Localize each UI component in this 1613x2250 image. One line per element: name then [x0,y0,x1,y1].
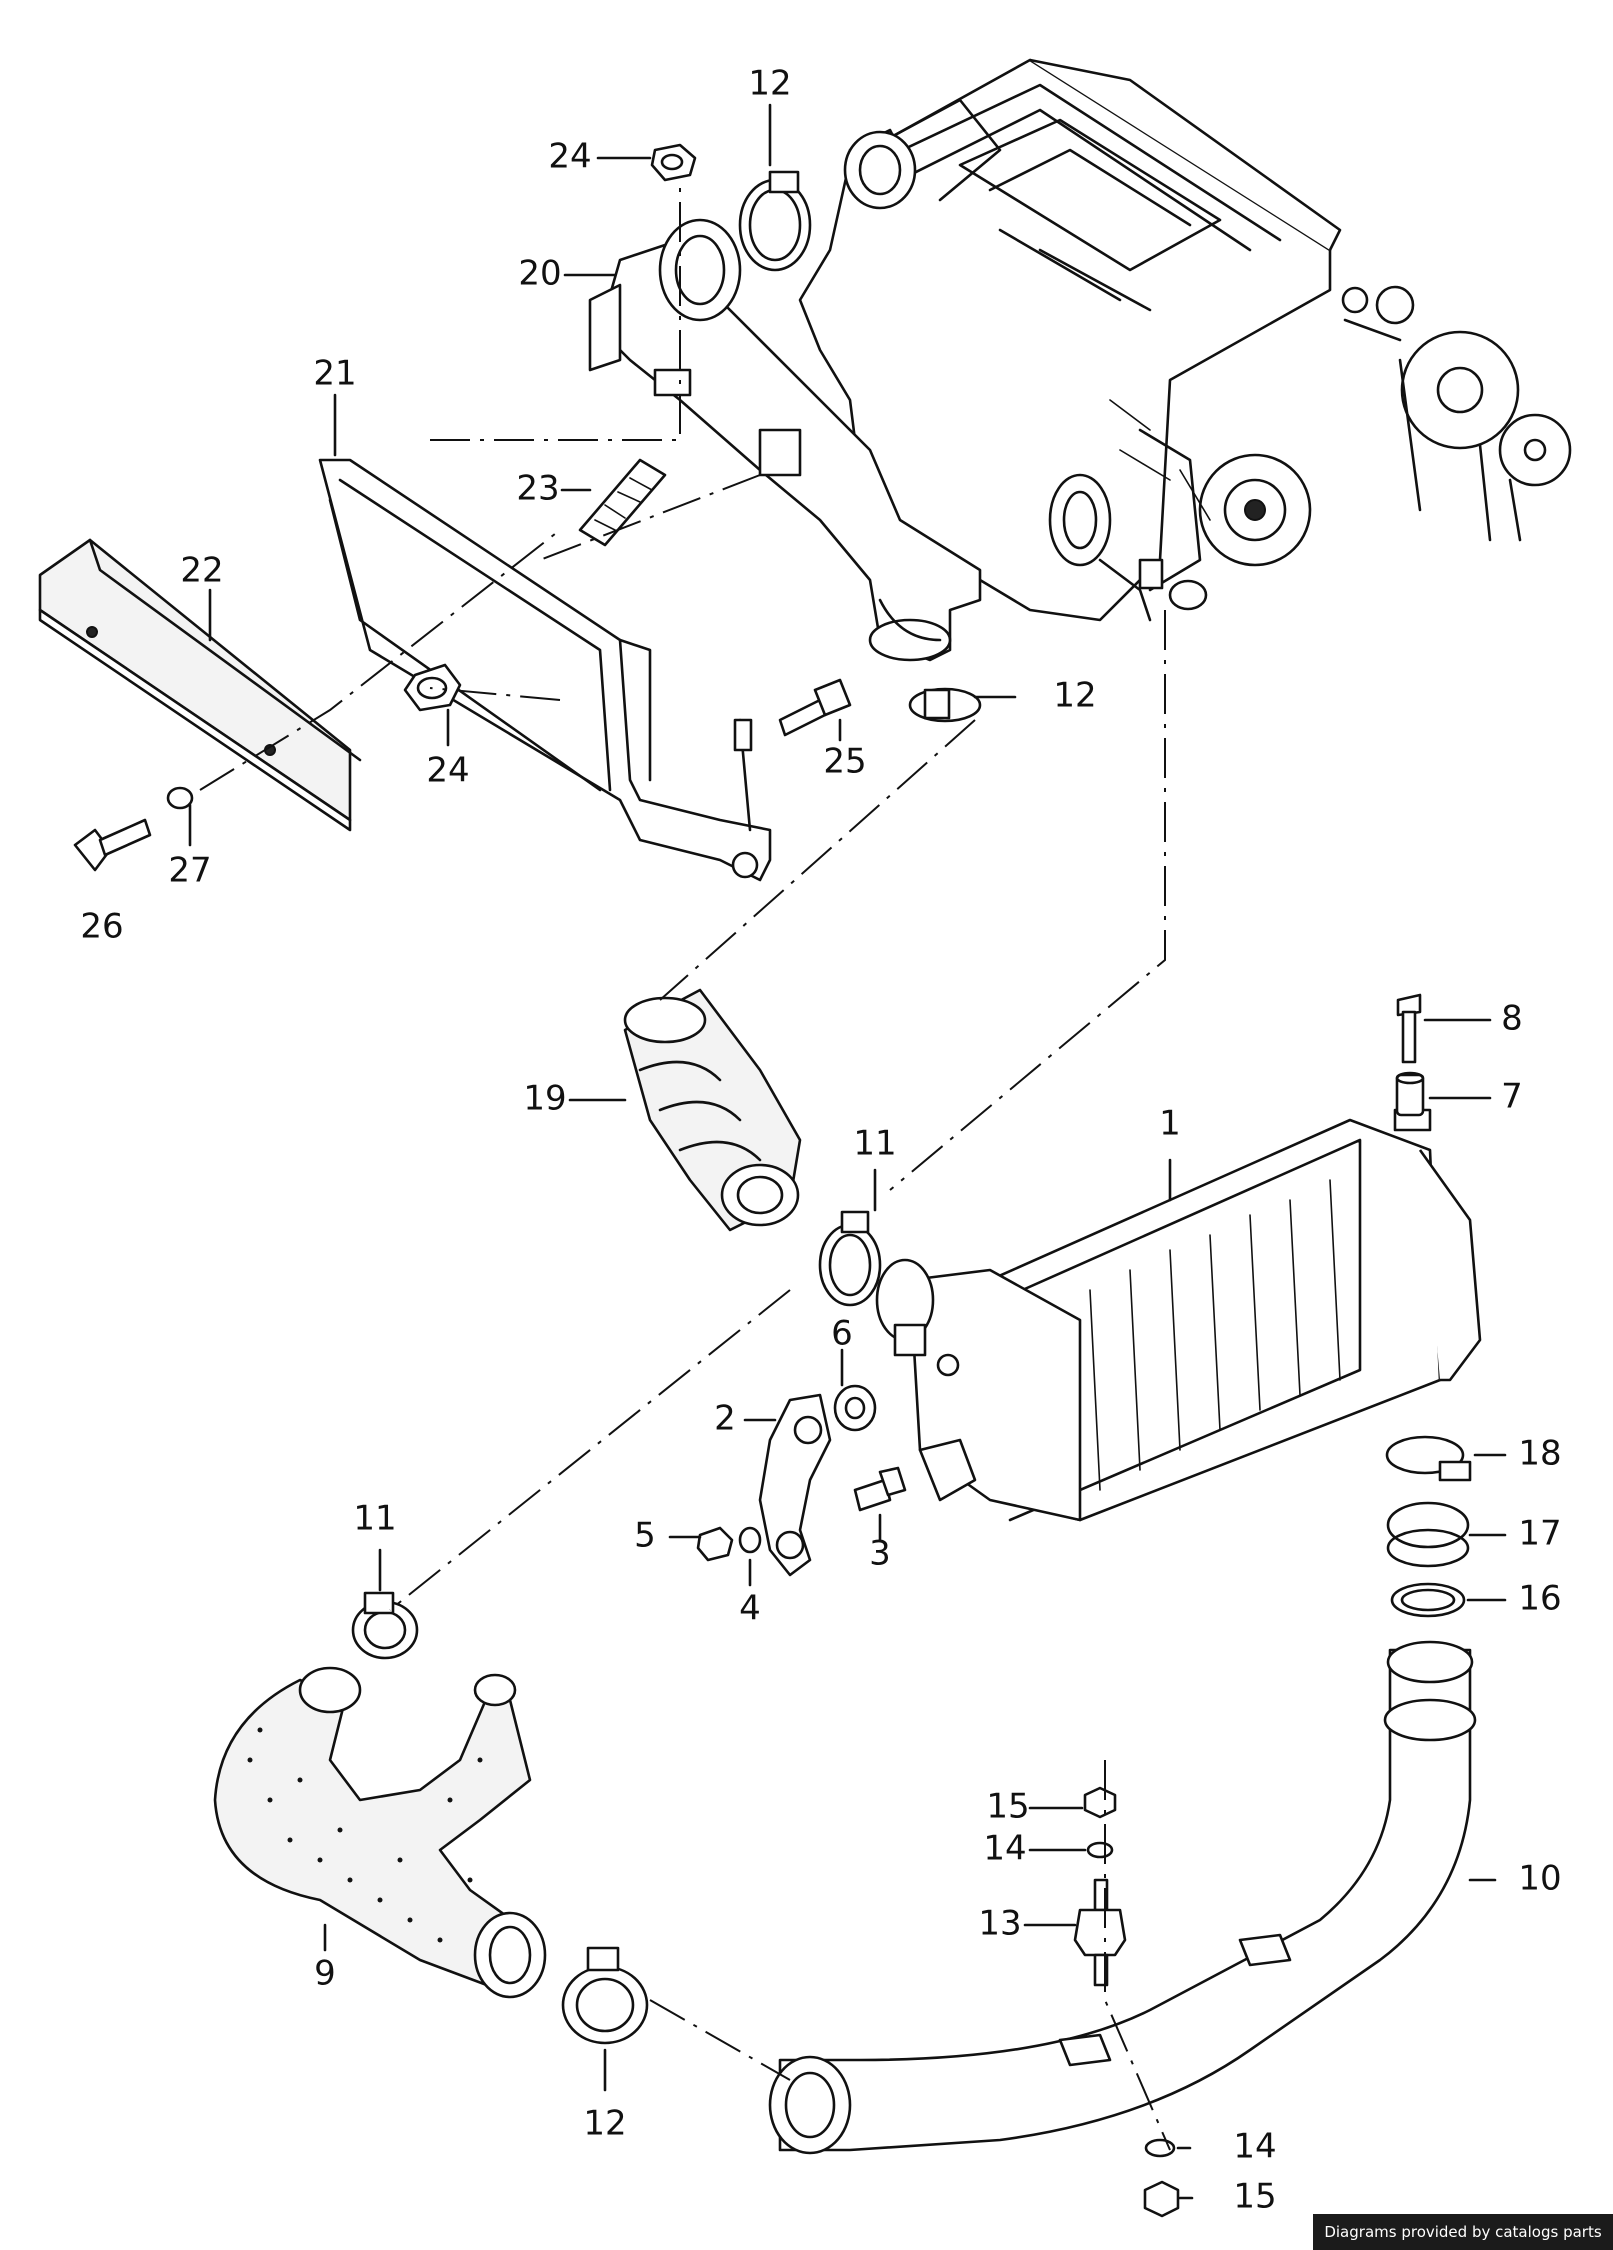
callout-16: 16 [1518,1579,1561,1619]
callout-11-lower: 11 [353,1499,396,1539]
callout-10: 10 [1518,1859,1561,1899]
callout-24-upper: 24 [548,137,591,177]
callout-23: 23 [516,469,559,509]
hose-9-drawing [213,1666,547,1999]
callout-3: 3 [869,1534,891,1574]
callout-15-lower: 15 [1233,2177,1276,2217]
clamp-11-lower-drawing [351,1591,419,1660]
callout-labels: 1 2 3 4 5 6 7 8 9 10 11 11 12 12 12 13 1… [80,64,1561,2217]
pipe-10-drawing [768,1640,1477,2155]
callout-12-top: 12 [748,64,791,104]
callout-22: 22 [180,551,223,591]
assembly-lines [199,180,1171,2151]
leader-lines [188,103,1507,2200]
bolt-3-drawing [853,1466,907,1512]
seal-16-drawing [1390,1582,1466,1618]
callout-26: 26 [80,907,123,947]
callout-2: 2 [714,1399,736,1439]
nut-24-upper-drawing [650,143,697,182]
hose-19-drawing [623,988,802,1232]
callout-12-lower: 12 [583,2104,626,2144]
intercooler-drawing [875,1108,1482,1522]
washer-4-drawing [738,1526,762,1554]
bracket-2-drawing [758,1393,832,1577]
grommet-6-drawing [833,1384,877,1432]
clamp-12-mid-drawing [908,687,982,723]
washer-27-drawing [166,786,194,810]
callout-5: 5 [634,1516,656,1556]
callout-21: 21 [313,354,356,394]
intake-duct-drawing [588,218,982,662]
stud-23-drawing [578,458,667,547]
callout-1: 1 [1159,1104,1181,1144]
callout-4: 4 [739,1589,761,1629]
callout-25: 25 [823,742,866,782]
grommet-7-drawing [1395,1071,1425,1117]
callout-13: 13 [978,1904,1021,1944]
callout-24-lower: 24 [426,751,469,791]
callout-8: 8 [1501,999,1523,1039]
callout-27: 27 [168,851,211,891]
nut-15-upper-drawing [1083,1786,1117,1819]
callout-17: 17 [1518,1514,1561,1554]
clamp-11-upper-drawing [818,1210,882,1307]
callout-18: 18 [1518,1434,1561,1474]
callout-11-upper: 11 [853,1124,896,1164]
ring-17-drawing [1386,1501,1470,1568]
callout-20: 20 [518,254,561,294]
engine-block-drawing [798,58,1572,622]
callout-12-mid: 12 [1053,676,1096,716]
clamp-12-lower-drawing [561,1946,649,2045]
callout-7: 7 [1501,1077,1523,1117]
heat-shield-drawing [38,538,362,832]
bolt-25-drawing [778,678,852,737]
callout-19: 19 [523,1079,566,1119]
bolt-26-drawing [73,818,152,872]
callout-14-lower: 14 [1233,2127,1276,2167]
callout-9: 9 [314,1954,336,1994]
nut-15-lower-drawing [1143,2180,1180,2218]
clamp-18-drawing [1385,1435,1472,1482]
callout-6: 6 [831,1314,853,1354]
callout-14-upper: 14 [983,1829,1026,1869]
bolt-8-drawing [1396,993,1422,1064]
callout-15-upper: 15 [986,1787,1029,1827]
nut-5-drawing [696,1526,734,1562]
credit-banner: Diagrams provided by catalogs parts [1313,2214,1613,2250]
washer-14-upper-drawing [1086,1841,1114,1859]
mount-13-drawing [1073,1878,1127,1987]
clamp-12-top-drawing [738,170,812,272]
bracket-drawing [318,458,772,882]
